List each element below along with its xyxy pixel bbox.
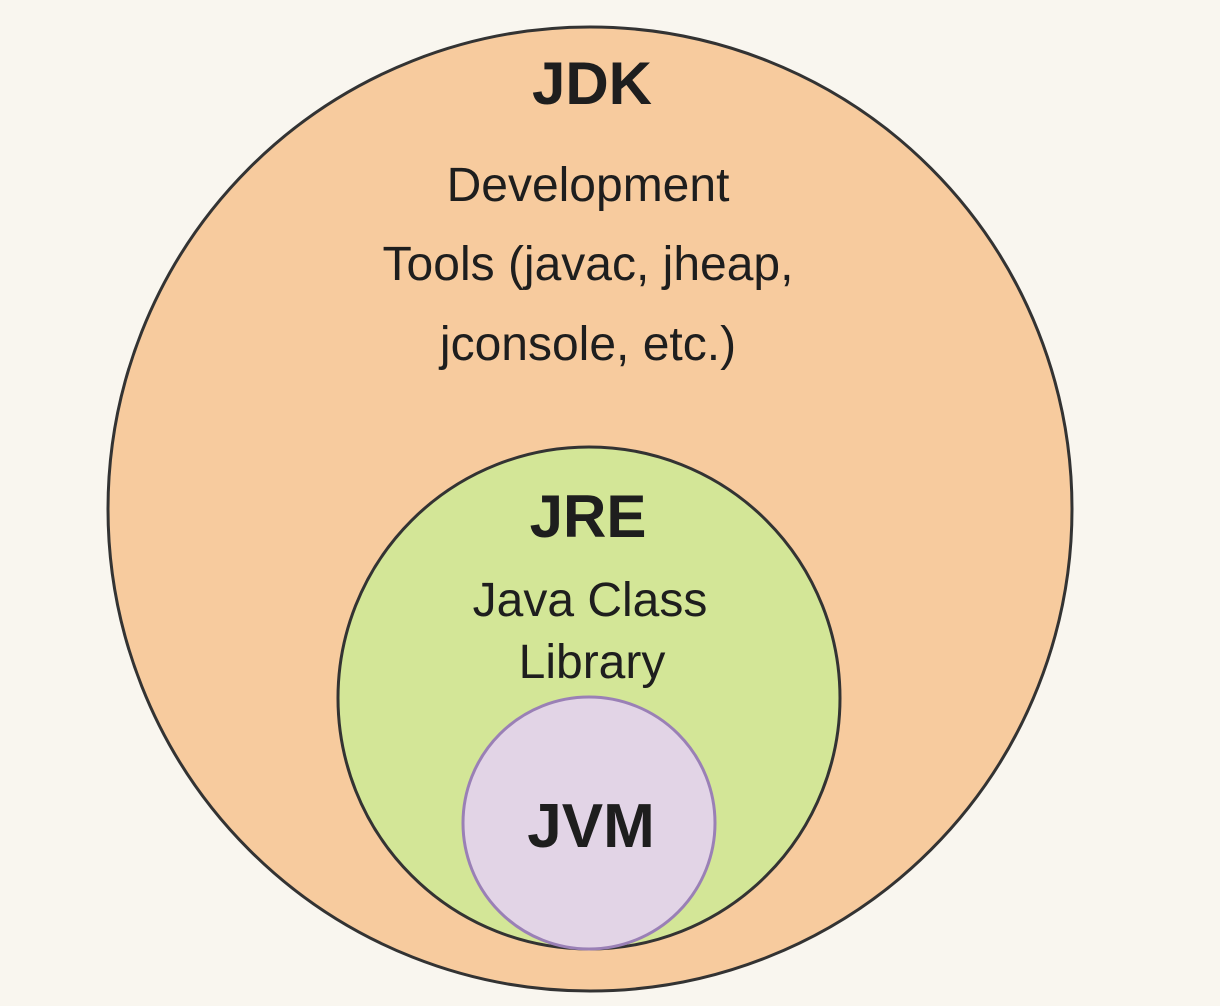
jvm-circle (461, 695, 717, 951)
jre-description-line-1: Java Class (473, 574, 708, 627)
jvm-title: JVM (527, 792, 654, 861)
jdk-description-line-2: Tools (javac, jheap, (383, 238, 794, 291)
jre-description-line-2: Library (519, 636, 666, 689)
jdk-description-line-1: Development (447, 159, 730, 212)
jdk-title: JDK (532, 50, 652, 117)
jre-title: JRE (530, 483, 647, 550)
jdk-description-line-3: jconsole, etc.) (438, 318, 736, 371)
